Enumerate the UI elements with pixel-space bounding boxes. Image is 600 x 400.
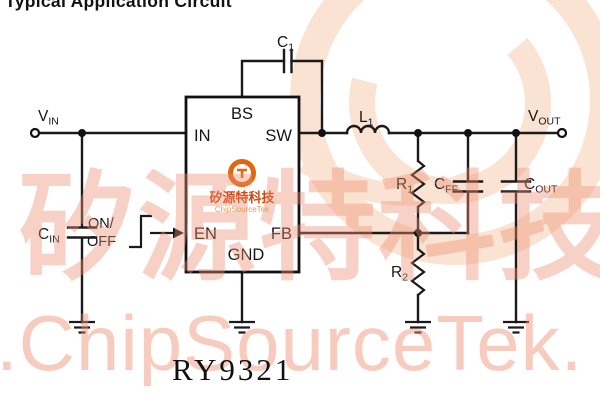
brand-logo-icon: [228, 159, 256, 187]
cin-capacitor: [66, 226, 98, 239]
r2-resistor: [410, 248, 426, 296]
onoff-label-line2: OFF: [87, 234, 116, 250]
bs-c1-loop-wire: [240, 59, 324, 135]
r1-label: R1: [396, 176, 413, 196]
cout-label: COUT: [524, 176, 558, 196]
cff-label: CFF: [434, 176, 458, 196]
vin-label: VIN: [38, 108, 59, 128]
pin-label-en: EN: [194, 225, 217, 243]
cin-ground-icon: [69, 320, 95, 334]
part-number: RY9321: [172, 352, 294, 387]
rising-edge-icon: [129, 214, 152, 249]
junction-dots: [78, 129, 520, 237]
onoff-label-line1: ON/: [88, 216, 115, 232]
enable-arrow-icon: [150, 227, 184, 239]
cff-capacitor: [452, 180, 484, 193]
c1-capacitor: [282, 48, 293, 74]
l1-label: L1: [359, 109, 374, 129]
brand-logo-cn-text: 矽源特科技: [209, 190, 275, 205]
pin-label-gnd: GND: [228, 246, 265, 264]
vout-label: VOUT: [528, 108, 561, 128]
pin-label-sw: SW: [265, 127, 292, 145]
pin-label-bs: BS: [231, 105, 253, 123]
c1-label: C1: [277, 34, 294, 54]
vout-terminal: [556, 127, 568, 139]
background-logo-swirl-icon: [290, 0, 600, 265]
brand-logo-en-text: ChipSourceTek: [215, 205, 270, 214]
l1-inductor: [345, 124, 391, 135]
pin-label-in: IN: [194, 127, 211, 145]
r2-ground-icon: [405, 320, 431, 334]
cout-ground-icon: [503, 320, 529, 334]
vin-terminal: [29, 127, 41, 139]
wires: [37, 59, 560, 324]
r1-resistor: [410, 160, 426, 208]
r2-label: R2: [391, 264, 408, 284]
cout-capacitor: [500, 180, 532, 193]
page-title: Typical Application Circuit: [5, 0, 232, 11]
pin-label-fb: FB: [271, 225, 292, 243]
cin-label: CIN: [38, 226, 60, 246]
gnd-ground-icon: [229, 320, 255, 334]
